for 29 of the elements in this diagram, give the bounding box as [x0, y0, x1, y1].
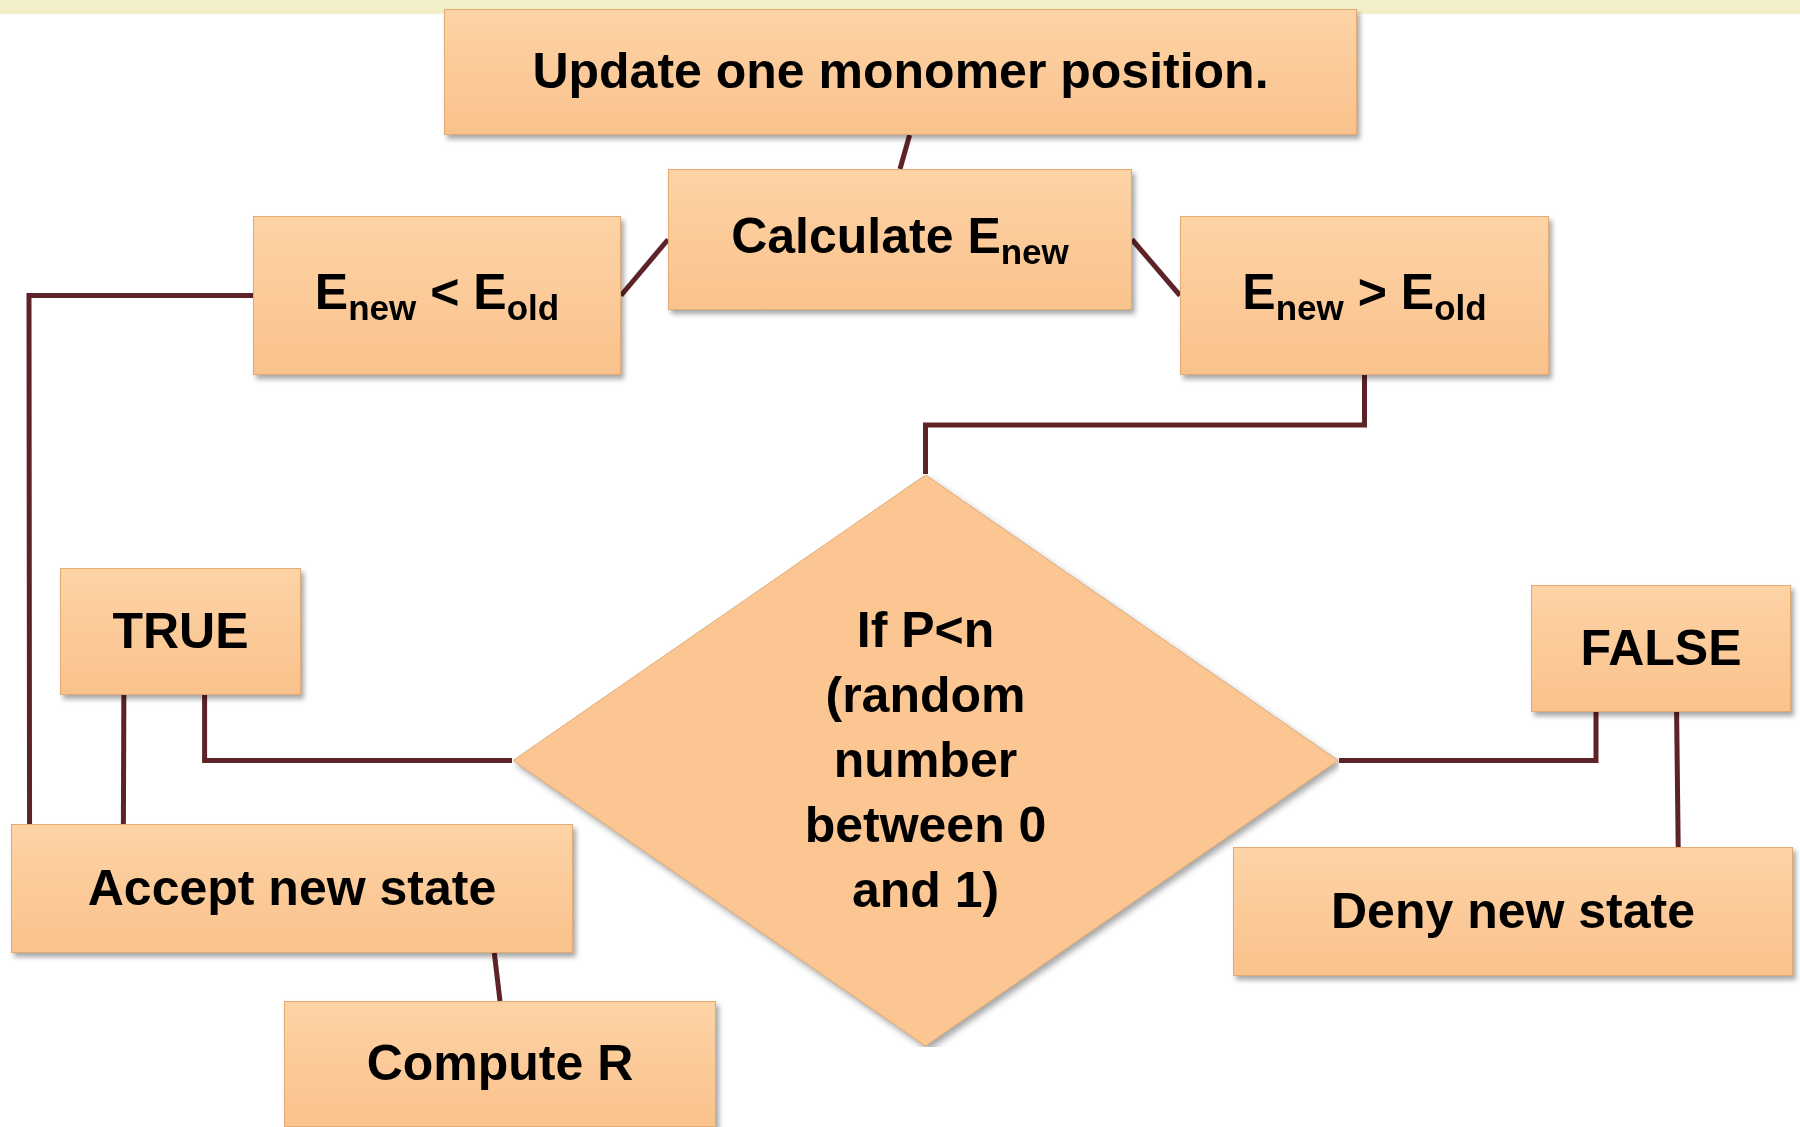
process-box: [284, 1001, 716, 1127]
connector-line: [923, 375, 1367, 474]
process-box: [444, 9, 1357, 135]
node-text: Deny new state: [1331, 882, 1695, 941]
node-text: Compute R: [366, 1035, 634, 1093]
process-box: [668, 169, 1132, 310]
connector-line: [120, 695, 127, 824]
node-text: FALSE: [1580, 619, 1742, 678]
process-box: [1180, 216, 1549, 375]
process-box: [60, 568, 301, 695]
process-box: [1233, 847, 1793, 976]
node-text: E$_{new}$ > E$_{old}$: [1242, 263, 1487, 328]
process-box: [11, 824, 573, 953]
node-text: If P<n (random number between 0 and 1): [803, 601, 1048, 920]
node-text: E$_{new}$ < E$_{old}$: [314, 263, 560, 328]
connector-line: [1130, 237, 1182, 298]
connector-line: [202, 695, 512, 763]
node-text: Calculate E$_{new}$: [731, 207, 1069, 272]
node-text: Accept new state: [87, 859, 497, 918]
connector-line: [26, 293, 253, 824]
process-box: [253, 216, 621, 375]
connector-line: [619, 237, 670, 298]
node-text: Update one monomer position.: [532, 43, 1269, 101]
connector-line: [897, 134, 913, 170]
connector-line: [1674, 711, 1681, 848]
connector-line: [1339, 712, 1599, 763]
process-box: [1531, 585, 1791, 712]
node-text: TRUE: [112, 602, 249, 661]
connector-line: [491, 952, 503, 1002]
